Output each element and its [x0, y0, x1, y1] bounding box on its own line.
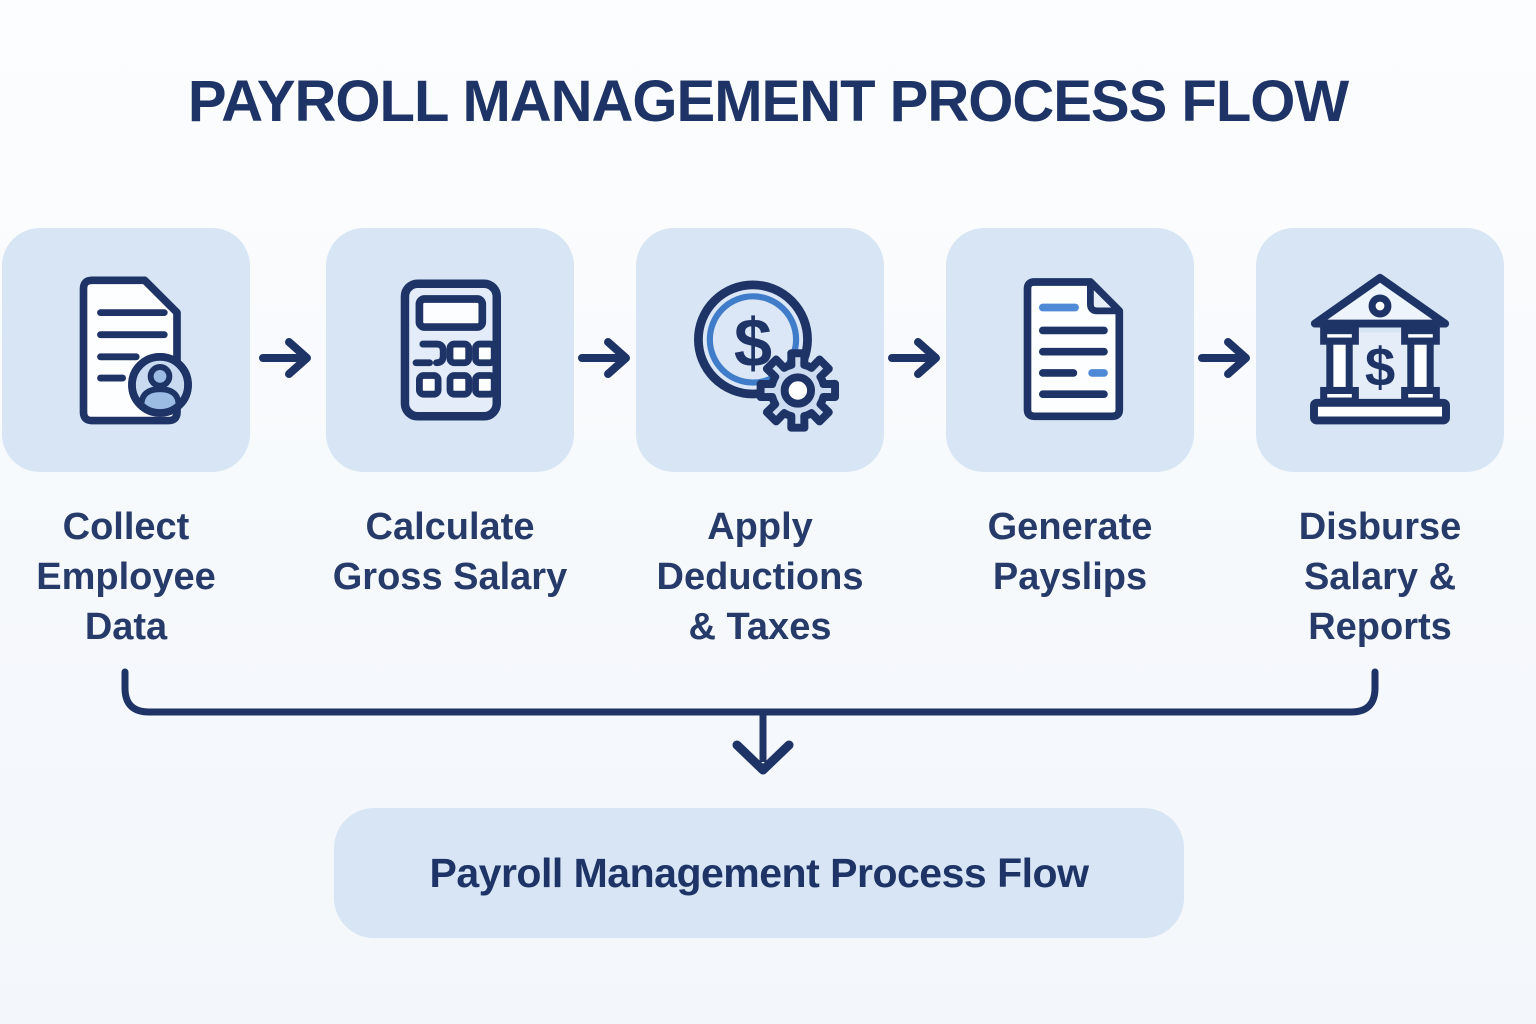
dollar-sign-glyph: $ — [1365, 337, 1395, 398]
calculator-icon — [400, 279, 501, 421]
step-card-generate-payslips — [946, 228, 1194, 472]
summary-box: Payroll Management Process Flow — [334, 808, 1184, 938]
employee-data-document-icon — [79, 276, 192, 425]
arrow-right-icon — [1198, 338, 1250, 378]
step-label-calculate-gross-salary: Calculate Gross Salary — [332, 506, 568, 598]
step-label-apply-deductions-taxes: Apply Deductions & Taxes — [656, 506, 864, 648]
step-card-disburse-salary-reports: $ — [1256, 228, 1504, 472]
summary-label: Payroll Management Process Flow — [429, 849, 1089, 896]
arrow-right-icon — [259, 338, 311, 378]
bank-icon: $ — [1310, 273, 1450, 425]
step-label-disburse-salary-reports: Disburse Salary & Reports — [1298, 506, 1462, 648]
dollar-coin-gear-icon: $ — [694, 280, 840, 432]
step-card-collect-employee-data — [2, 228, 250, 472]
arrow-right-icon — [578, 338, 630, 378]
step-card-apply-deductions-taxes: $ — [636, 228, 884, 472]
payslip-document-icon — [1023, 278, 1124, 421]
page-title: PAYROLL MANAGEMENT PROCESS FLOW — [187, 69, 1349, 134]
down-arrow-icon — [732, 740, 794, 775]
step-label-generate-payslips: Generate Payslips — [987, 506, 1153, 598]
step-card-calculate-gross-salary — [326, 228, 574, 472]
arrow-right-icon — [888, 338, 940, 378]
bracket-connector — [121, 668, 1379, 775]
step-label-collect-employee-data: Collect Employee Data — [36, 506, 216, 648]
